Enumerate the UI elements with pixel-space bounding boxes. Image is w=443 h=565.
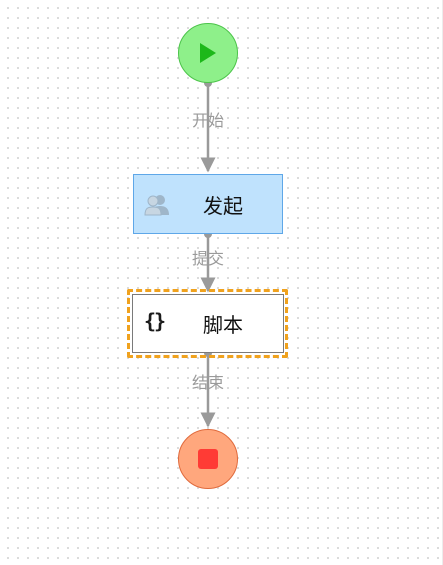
task-node-initiate[interactable]: 发起 [133,174,283,234]
edge-label-end[interactable]: 结束 [191,373,224,392]
stop-icon [198,449,218,469]
task-label-script: 脚本 [203,313,243,337]
task-label-initiate: 发起 [203,193,243,218]
end-event-node[interactable] [178,429,238,489]
users-icon [144,195,169,216]
task-node-script[interactable]: {} 脚本 [132,294,284,353]
play-icon [200,43,216,63]
edge-label-start[interactable]: 开始 [191,111,224,130]
start-event-node[interactable] [178,23,238,83]
selection-outline [127,289,288,358]
edge-label-submit[interactable]: 提交 [191,249,224,268]
code-braces-icon: {} [144,309,166,333]
